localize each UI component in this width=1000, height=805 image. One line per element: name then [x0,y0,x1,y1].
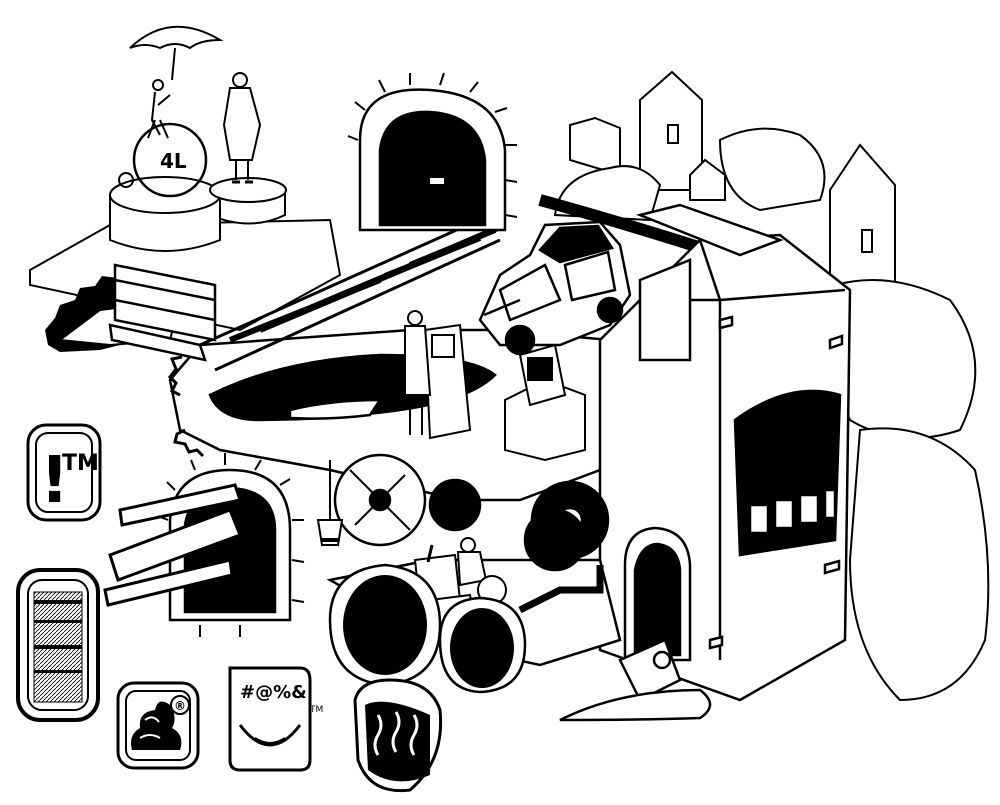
kiosk-right [504,343,586,462]
background-houses [553,70,990,702]
exclaim-tm-icon: ! TM [26,423,102,522]
main-platform [168,328,612,502]
grawlix-text: #@%& [240,682,307,703]
tunnel-top [347,72,518,232]
grawlix-speech-icon: #@%& TM [228,666,323,772]
steam-waves-icon [353,678,443,793]
exclaim-glyph: ! [40,444,69,518]
ring-sign-text: 4L [160,149,187,173]
lower-gears [333,453,610,572]
arched-door [618,526,692,702]
standing-person-middle [404,310,432,435]
ring-sign: 4L [118,122,208,198]
registered-mark: ® [174,699,186,713]
wooden-crate [108,263,217,362]
mini-car [478,220,632,356]
grawlix-tm-mark: TM [309,705,323,715]
lower-gear-holes [328,563,527,694]
umbrella-figure [129,25,224,139]
tm-mark: TM [62,451,99,476]
standing-person-top [222,72,262,184]
pipe-bucket [316,460,344,546]
railway-track [199,213,507,372]
barcode-icon [16,568,100,722]
conveyor-line [518,565,604,614]
tunnel-lower [103,453,305,637]
kiosk-left [423,323,472,440]
poop-trademark-icon: ® [116,681,200,770]
